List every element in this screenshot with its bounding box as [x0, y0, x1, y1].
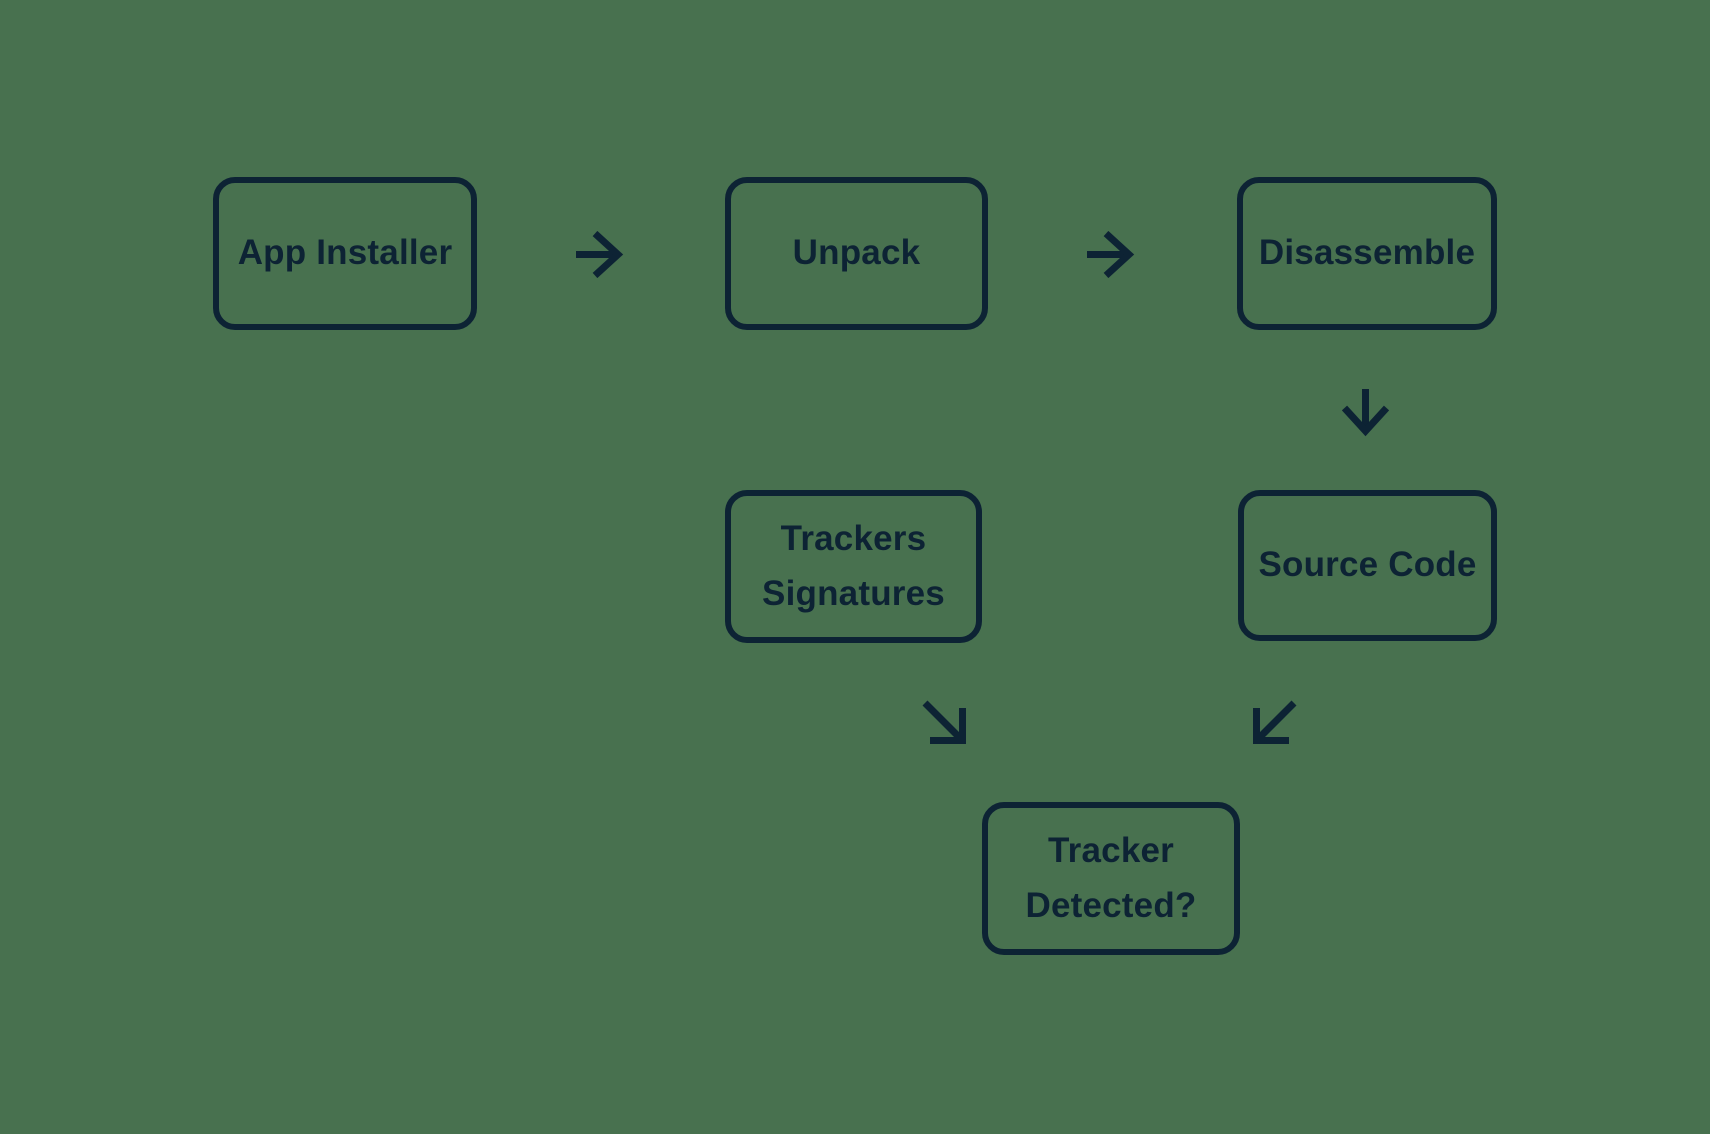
arrow-down-left-icon: [1253, 700, 1297, 744]
arrow-right-icon: [574, 231, 624, 278]
node-tracker-detected: Tracker Detected?: [982, 802, 1240, 955]
node-app-installer: App Installer: [213, 177, 477, 330]
node-unpack: Unpack: [725, 177, 988, 330]
node-source-code: Source Code: [1238, 490, 1497, 641]
arrow-down-icon: [1342, 387, 1389, 437]
node-trackers-signatures: Trackers Signatures: [725, 490, 982, 643]
arrow-down-right-icon: [922, 700, 966, 744]
arrow-right-icon: [1085, 231, 1135, 278]
node-label: App Installer: [237, 233, 453, 273]
node-label: Trackers Signatures: [762, 519, 945, 613]
node-disassemble: Disassemble: [1237, 177, 1497, 330]
node-label: Source Code: [1258, 545, 1477, 585]
node-label: Disassemble: [1258, 233, 1476, 273]
node-label: Unpack: [792, 233, 921, 273]
node-label: Tracker Detected?: [1025, 831, 1197, 925]
